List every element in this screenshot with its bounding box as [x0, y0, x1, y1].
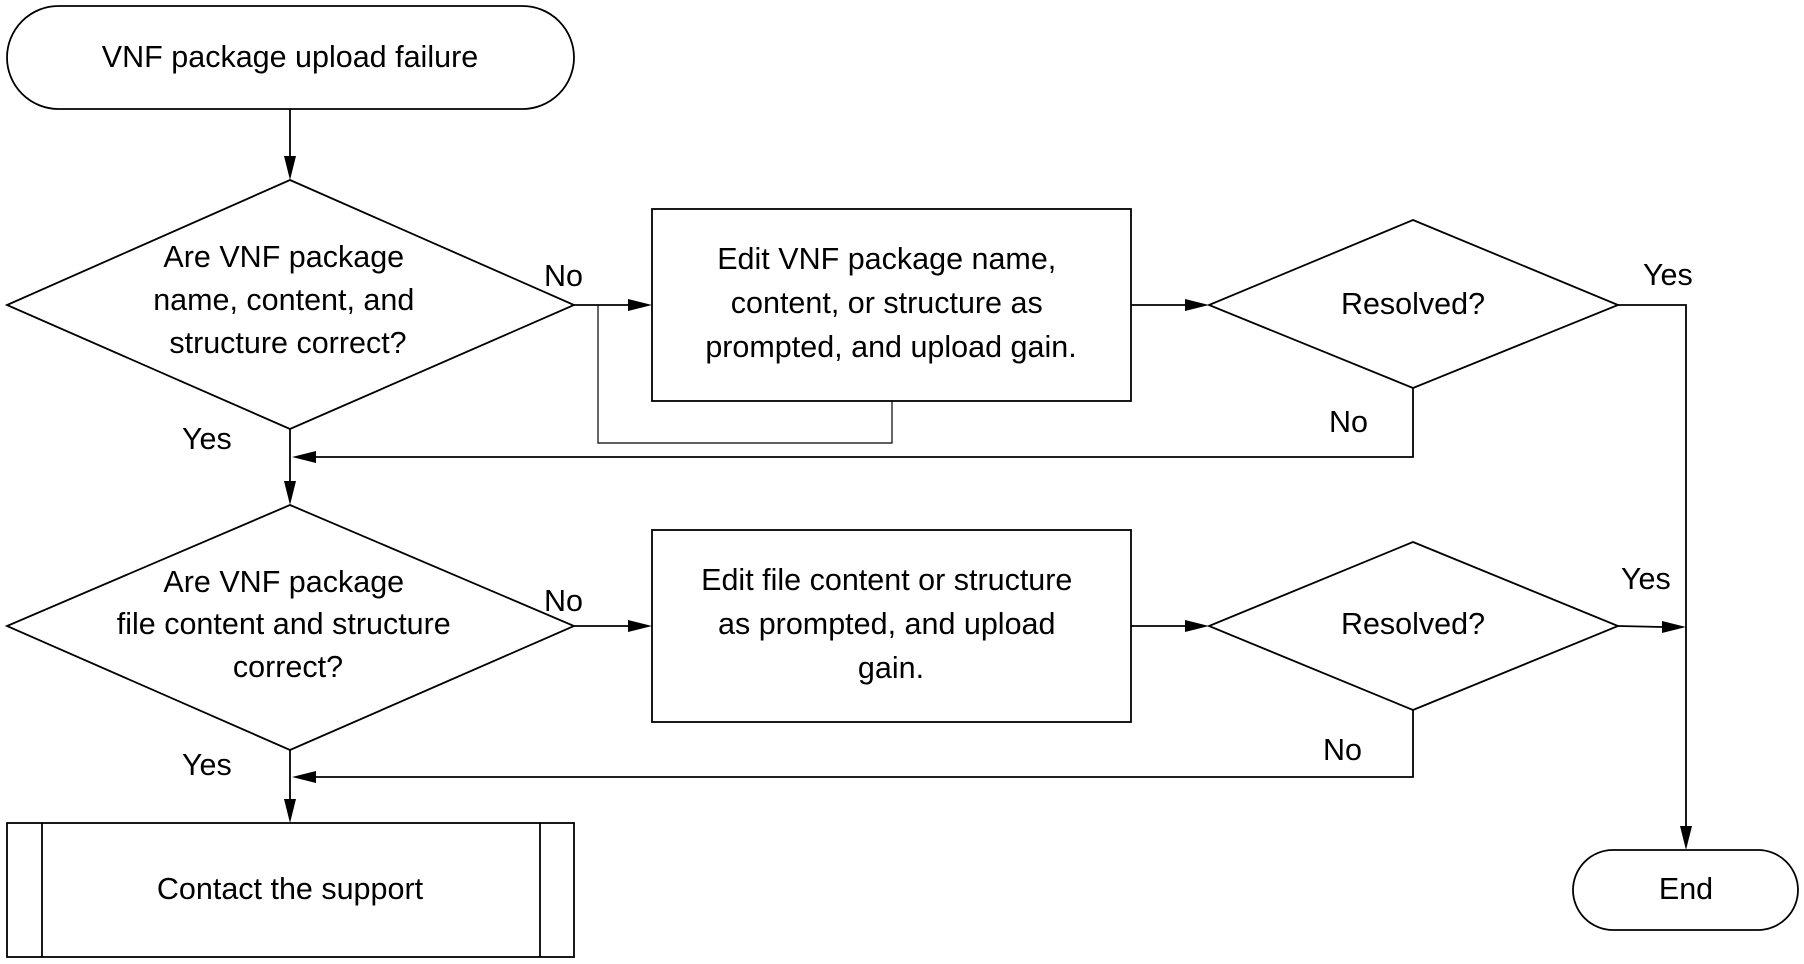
- decision1-line: name, content, and: [153, 283, 414, 317]
- arrowhead: [284, 799, 296, 823]
- svg-text:Are VNF package name, co: Are VNF package name, content, and struc…: [153, 240, 423, 360]
- svg-text:Resolved?: Resolved?: [1341, 287, 1485, 321]
- arrowhead: [284, 156, 296, 180]
- end-terminator: End: [1572, 849, 1799, 931]
- arrowhead: [1662, 621, 1686, 633]
- svg-text:Resolved?: Resolved?: [1341, 607, 1485, 641]
- resolved2-diamond: Resolved?: [1206, 541, 1621, 711]
- decision1-no-label: No: [544, 259, 583, 293]
- connector-resolved2-yes: [1617, 625, 1663, 628]
- arrowhead: [628, 620, 652, 632]
- resolved2-text: Resolved?: [1341, 607, 1485, 641]
- branch-labels: No Yes Yes No No Yes Yes No: [182, 258, 1693, 782]
- decision2-yes-label: Yes: [182, 748, 232, 782]
- process2-line: gain.: [858, 651, 924, 685]
- arrowhead: [1185, 620, 1209, 632]
- connector-resolved1-yes-to-end: [1618, 304, 1687, 826]
- resolved2-yes-label: Yes: [1621, 562, 1671, 596]
- arrowhead: [1680, 826, 1692, 850]
- decision1-line: Are VNF package: [163, 240, 404, 274]
- arrowhead: [292, 771, 316, 783]
- connectors: [284, 109, 1692, 850]
- process1-line: Edit VNF package name,: [717, 242, 1056, 276]
- svg-text:Are VNF package file con: Are VNF package file content and structu…: [117, 565, 459, 684]
- process2-line: as prompted, and upload: [718, 607, 1055, 641]
- connector-process1-loop: [597, 305, 893, 444]
- arrowhead: [284, 481, 296, 505]
- svg-text:Contact the support: Contact the support: [157, 872, 424, 906]
- svg-text:End: End: [1659, 872, 1713, 906]
- process2-box: Edit file content or structure as prompt…: [651, 529, 1132, 723]
- resolved1-diamond: Resolved?: [1206, 219, 1621, 389]
- process1-line: prompted, and upload gain.: [705, 330, 1076, 364]
- arrowhead: [292, 451, 316, 463]
- svg-text:VNF package upload failure: VNF package upload failure: [102, 40, 478, 74]
- decision2-line: file content and structure: [117, 607, 451, 641]
- decision2-line: Are VNF package: [163, 565, 404, 599]
- end-text: End: [1659, 872, 1713, 906]
- process1-box: Edit VNF package name, content, or struc…: [651, 208, 1132, 402]
- resolved2-no-label: No: [1323, 733, 1362, 767]
- arrowhead: [1185, 299, 1209, 311]
- decision1-yes-label: Yes: [182, 422, 232, 456]
- start-text: VNF package upload failure: [102, 40, 478, 74]
- arrowhead: [628, 299, 652, 311]
- connector-resolved1-no: [316, 388, 1414, 458]
- svg-text:Edit VNF package name, c: Edit VNF package name, content, or struc…: [705, 242, 1076, 364]
- contact-text: Contact the support: [157, 872, 424, 906]
- decision2-diamond: Are VNF package file content and structu…: [4, 504, 577, 751]
- process1-line: content, or structure as: [731, 286, 1043, 320]
- decision2-line: correct?: [233, 650, 343, 684]
- decision1-line: structure correct?: [169, 326, 406, 360]
- resolved1-no-label: No: [1329, 405, 1368, 439]
- svg-text:Edit file content or structure: Edit file content or structure as prompt…: [701, 563, 1081, 685]
- resolved1-text: Resolved?: [1341, 287, 1485, 321]
- decision1-diamond: Are VNF package name, content, and struc…: [4, 179, 577, 430]
- resolved1-yes-label: Yes: [1643, 258, 1693, 292]
- process2-line: Edit file content or structure: [701, 563, 1072, 597]
- start-terminator: VNF package upload failure: [6, 5, 575, 110]
- connector-resolved2-no: [316, 710, 1414, 778]
- contact-predefined-process: Contact the support: [6, 822, 575, 958]
- decision2-no-label: No: [544, 584, 583, 618]
